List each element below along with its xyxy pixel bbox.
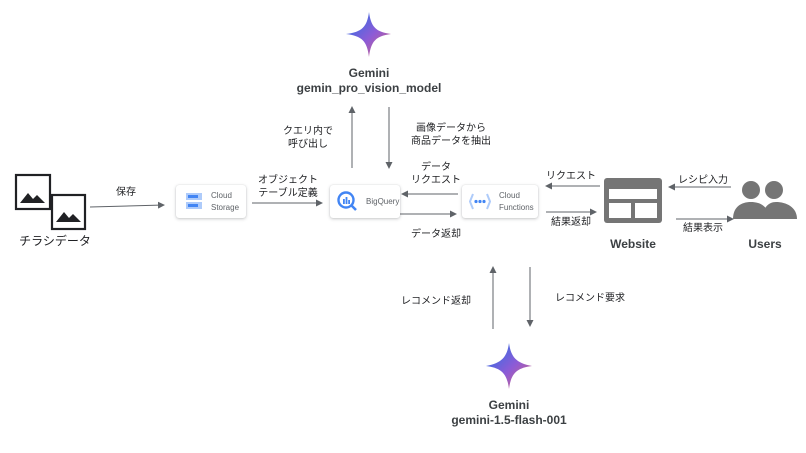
edge-label-request: リクエスト (546, 171, 596, 182)
image-icon-back (14, 173, 52, 211)
edge-label-result-display: 結果表示 (683, 223, 723, 234)
gemini-top-icon (346, 12, 391, 57)
cloud-functions-card: Cloud Functions (462, 185, 538, 218)
edge-label-data-return: データ返却 (411, 229, 461, 240)
edge-label-recipe-input: レシピ入力 (678, 175, 728, 186)
image-icon-front (50, 193, 87, 231)
cloud-functions-label-2: Functions (499, 203, 534, 212)
edge-label-extract-2: 商品データを抽出 (411, 136, 491, 147)
gemini-bottom-model: gemini-1.5-flash-001 (451, 413, 567, 427)
edge-label-result-return: 結果返却 (551, 217, 591, 228)
cloud-functions-icon (469, 193, 491, 210)
users-label: Users (748, 237, 782, 251)
edge-label-extract-1: 画像データから (416, 123, 486, 134)
edge-label-save: 保存 (116, 187, 136, 198)
gemini-bottom-name: Gemini (488, 398, 530, 412)
cloud-functions-label-1: Cloud (499, 191, 520, 200)
cloud-storage-label-2: Storage (211, 203, 240, 212)
edge-label-query-call-2: 呼び出し (288, 139, 328, 150)
gemini-top-model: gemin_pro_vision_model (296, 81, 442, 95)
gemini-top-name: Gemini (348, 66, 390, 80)
gemini-bottom-icon (486, 343, 532, 389)
arrow-flyer-to-storage (89, 201, 165, 209)
edge-label-recommend-request: レコメンド要求 (555, 293, 625, 304)
edge-label-query-call-1: クエリ内で (283, 126, 333, 137)
flyer-label: チラシデータ (19, 234, 91, 248)
website-icon (604, 178, 662, 223)
cloud-storage-icon (186, 193, 202, 209)
edge-label-recommend-return: レコメンド返却 (401, 296, 471, 307)
cloud-storage-card: Cloud Storage (176, 185, 246, 218)
bigquery-card: BigQuery (330, 185, 400, 218)
cloud-storage-label-1: Cloud (211, 191, 232, 200)
users-icon (733, 181, 797, 219)
edge-label-data-request-2: リクエスト (411, 175, 461, 186)
edge-label-object-table-2: テーブル定義 (258, 188, 318, 199)
bigquery-label: BigQuery (366, 197, 400, 206)
edge-label-data-request-1: データ (421, 162, 451, 173)
edge-label-object-table-1: オブジェクト (258, 175, 318, 186)
bigquery-icon (337, 191, 357, 211)
website-label: Website (610, 237, 656, 251)
